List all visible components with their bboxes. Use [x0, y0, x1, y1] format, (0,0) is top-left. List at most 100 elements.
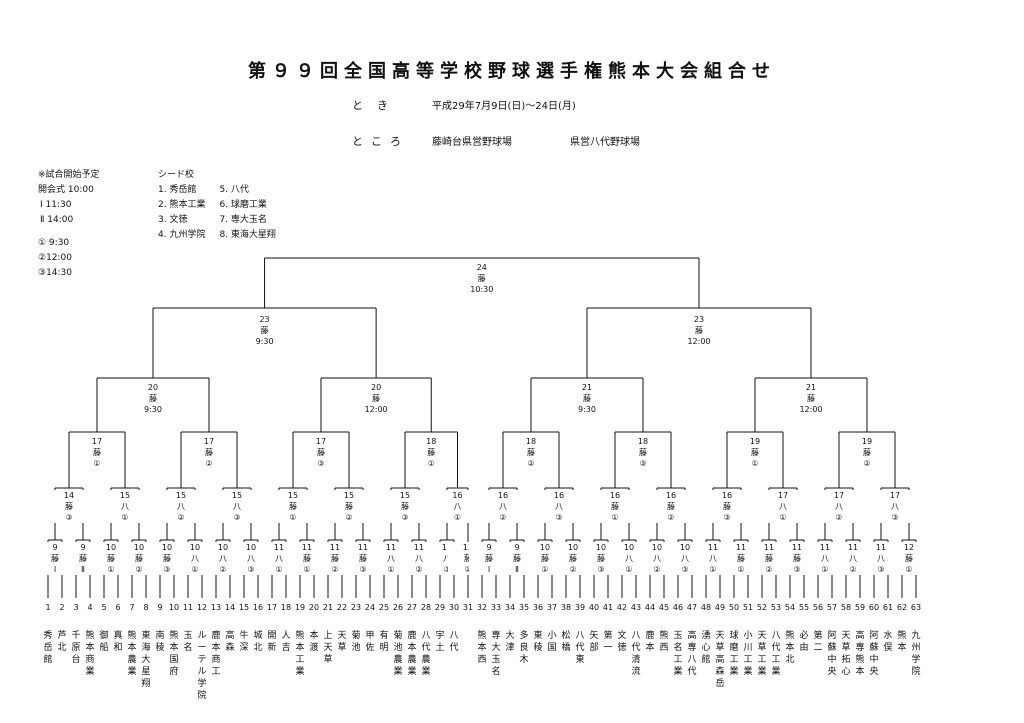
team-name: 水俣	[883, 631, 893, 653]
team-number: 17	[266, 603, 278, 612]
venue-fujisakidai: 藤崎台県営野球場	[432, 137, 512, 148]
team-number: 16	[252, 603, 264, 612]
team-number: 27	[406, 603, 418, 612]
team-name: 八代	[449, 631, 459, 653]
team-name: 玉名	[183, 631, 193, 653]
team-name: 阿蘇中央	[827, 631, 837, 677]
schedule-line: ②12:00	[38, 253, 73, 263]
team-name: 上天草	[323, 631, 333, 665]
team-name: 第一	[603, 631, 613, 653]
team-name: 玉名工業	[673, 631, 683, 677]
venue-label: ところ	[352, 135, 409, 148]
team-number: 3	[73, 603, 79, 612]
team-number: 22	[336, 603, 348, 612]
team-name: 天草工業	[757, 631, 767, 677]
team-name: 菊池農業	[393, 631, 403, 677]
team-number: 24	[364, 603, 376, 612]
team-number: 29	[434, 603, 446, 612]
team-name: 熊本北	[785, 631, 795, 665]
seed-item: 8. 東海大星翔	[219, 230, 276, 240]
team-name: 高専熊本	[855, 631, 865, 677]
schedule-line: ③14:30	[38, 268, 73, 278]
team-name: 高専八代	[687, 631, 697, 677]
team-number: 23	[350, 603, 362, 612]
team-name: 熊本	[897, 631, 907, 653]
team-name: 本渡	[309, 631, 319, 653]
team-number: 30	[448, 603, 460, 612]
team-number: 43	[630, 603, 642, 612]
team-number: 60	[868, 603, 880, 612]
team-name: 宇土	[435, 631, 445, 653]
team-name: 松橋	[561, 631, 571, 653]
team-name: 城北	[253, 631, 263, 653]
team-name: 小国	[547, 631, 557, 653]
seed-item: 4. 九州学院	[158, 230, 206, 240]
team-name: 真和	[113, 631, 123, 653]
team-name: 有明	[379, 631, 389, 653]
team-number: 5	[101, 603, 107, 612]
team-name: 鹿本商工	[211, 631, 221, 677]
team-number: 38	[560, 603, 572, 612]
team-name: 東海大星翔	[141, 631, 151, 689]
team-name: 球磨工業	[729, 631, 739, 677]
team-name: 熊本工業	[295, 631, 305, 677]
team-number: 40	[588, 603, 600, 612]
date-label: とき	[352, 99, 402, 112]
team-number: 49	[714, 603, 726, 612]
team-number: 62	[896, 603, 908, 612]
team-name: 鹿本農業	[407, 631, 417, 677]
team-name: 専大玉名	[491, 631, 501, 677]
team-number: 12	[196, 603, 208, 612]
seed-item: 5. 八代	[219, 185, 249, 195]
schedule-line: 開会式 10:00	[38, 185, 94, 195]
team-number: 26	[392, 603, 404, 612]
team-number: 44	[644, 603, 656, 612]
team-number: 58	[840, 603, 852, 612]
team-name: 多良木	[519, 631, 529, 665]
team-number: 53	[770, 603, 782, 612]
seed-item: 6. 球磨工業	[219, 200, 267, 210]
team-number: 2	[59, 603, 65, 612]
team-number: 13	[210, 603, 222, 612]
team-name: 八代東	[575, 631, 585, 665]
team-name: 菊池	[351, 631, 361, 653]
team-number: 57	[826, 603, 838, 612]
seed-block: シード校 1. 秀岳館 2. 熊本工業 3. 文徳 4. 九州学院 5. 八代 …	[158, 168, 276, 243]
team-name: 熊本国府	[169, 631, 179, 677]
seed-header: シード校	[158, 170, 195, 180]
schedule-line: Ⅰ 11:30	[40, 200, 72, 210]
schedule-line: ① 9:30	[38, 238, 70, 248]
team-number: 51	[742, 603, 754, 612]
team-number: 4	[87, 603, 93, 612]
team-number: 8	[143, 603, 149, 612]
team-name: ルーテル学院	[197, 631, 207, 701]
team-number: 18	[280, 603, 292, 612]
team-name: 人吉	[281, 631, 291, 653]
team-name: 湧心館	[701, 631, 711, 665]
team-name: 鹿本	[645, 631, 655, 653]
team-name: 天草	[337, 631, 347, 653]
team-number: 21	[322, 603, 334, 612]
schedule-line: Ⅱ 14:00	[40, 215, 74, 225]
seed-item: 3. 文徳	[158, 215, 188, 225]
date-value: 平成29年7月9日(日)〜24日(月)	[432, 101, 576, 112]
